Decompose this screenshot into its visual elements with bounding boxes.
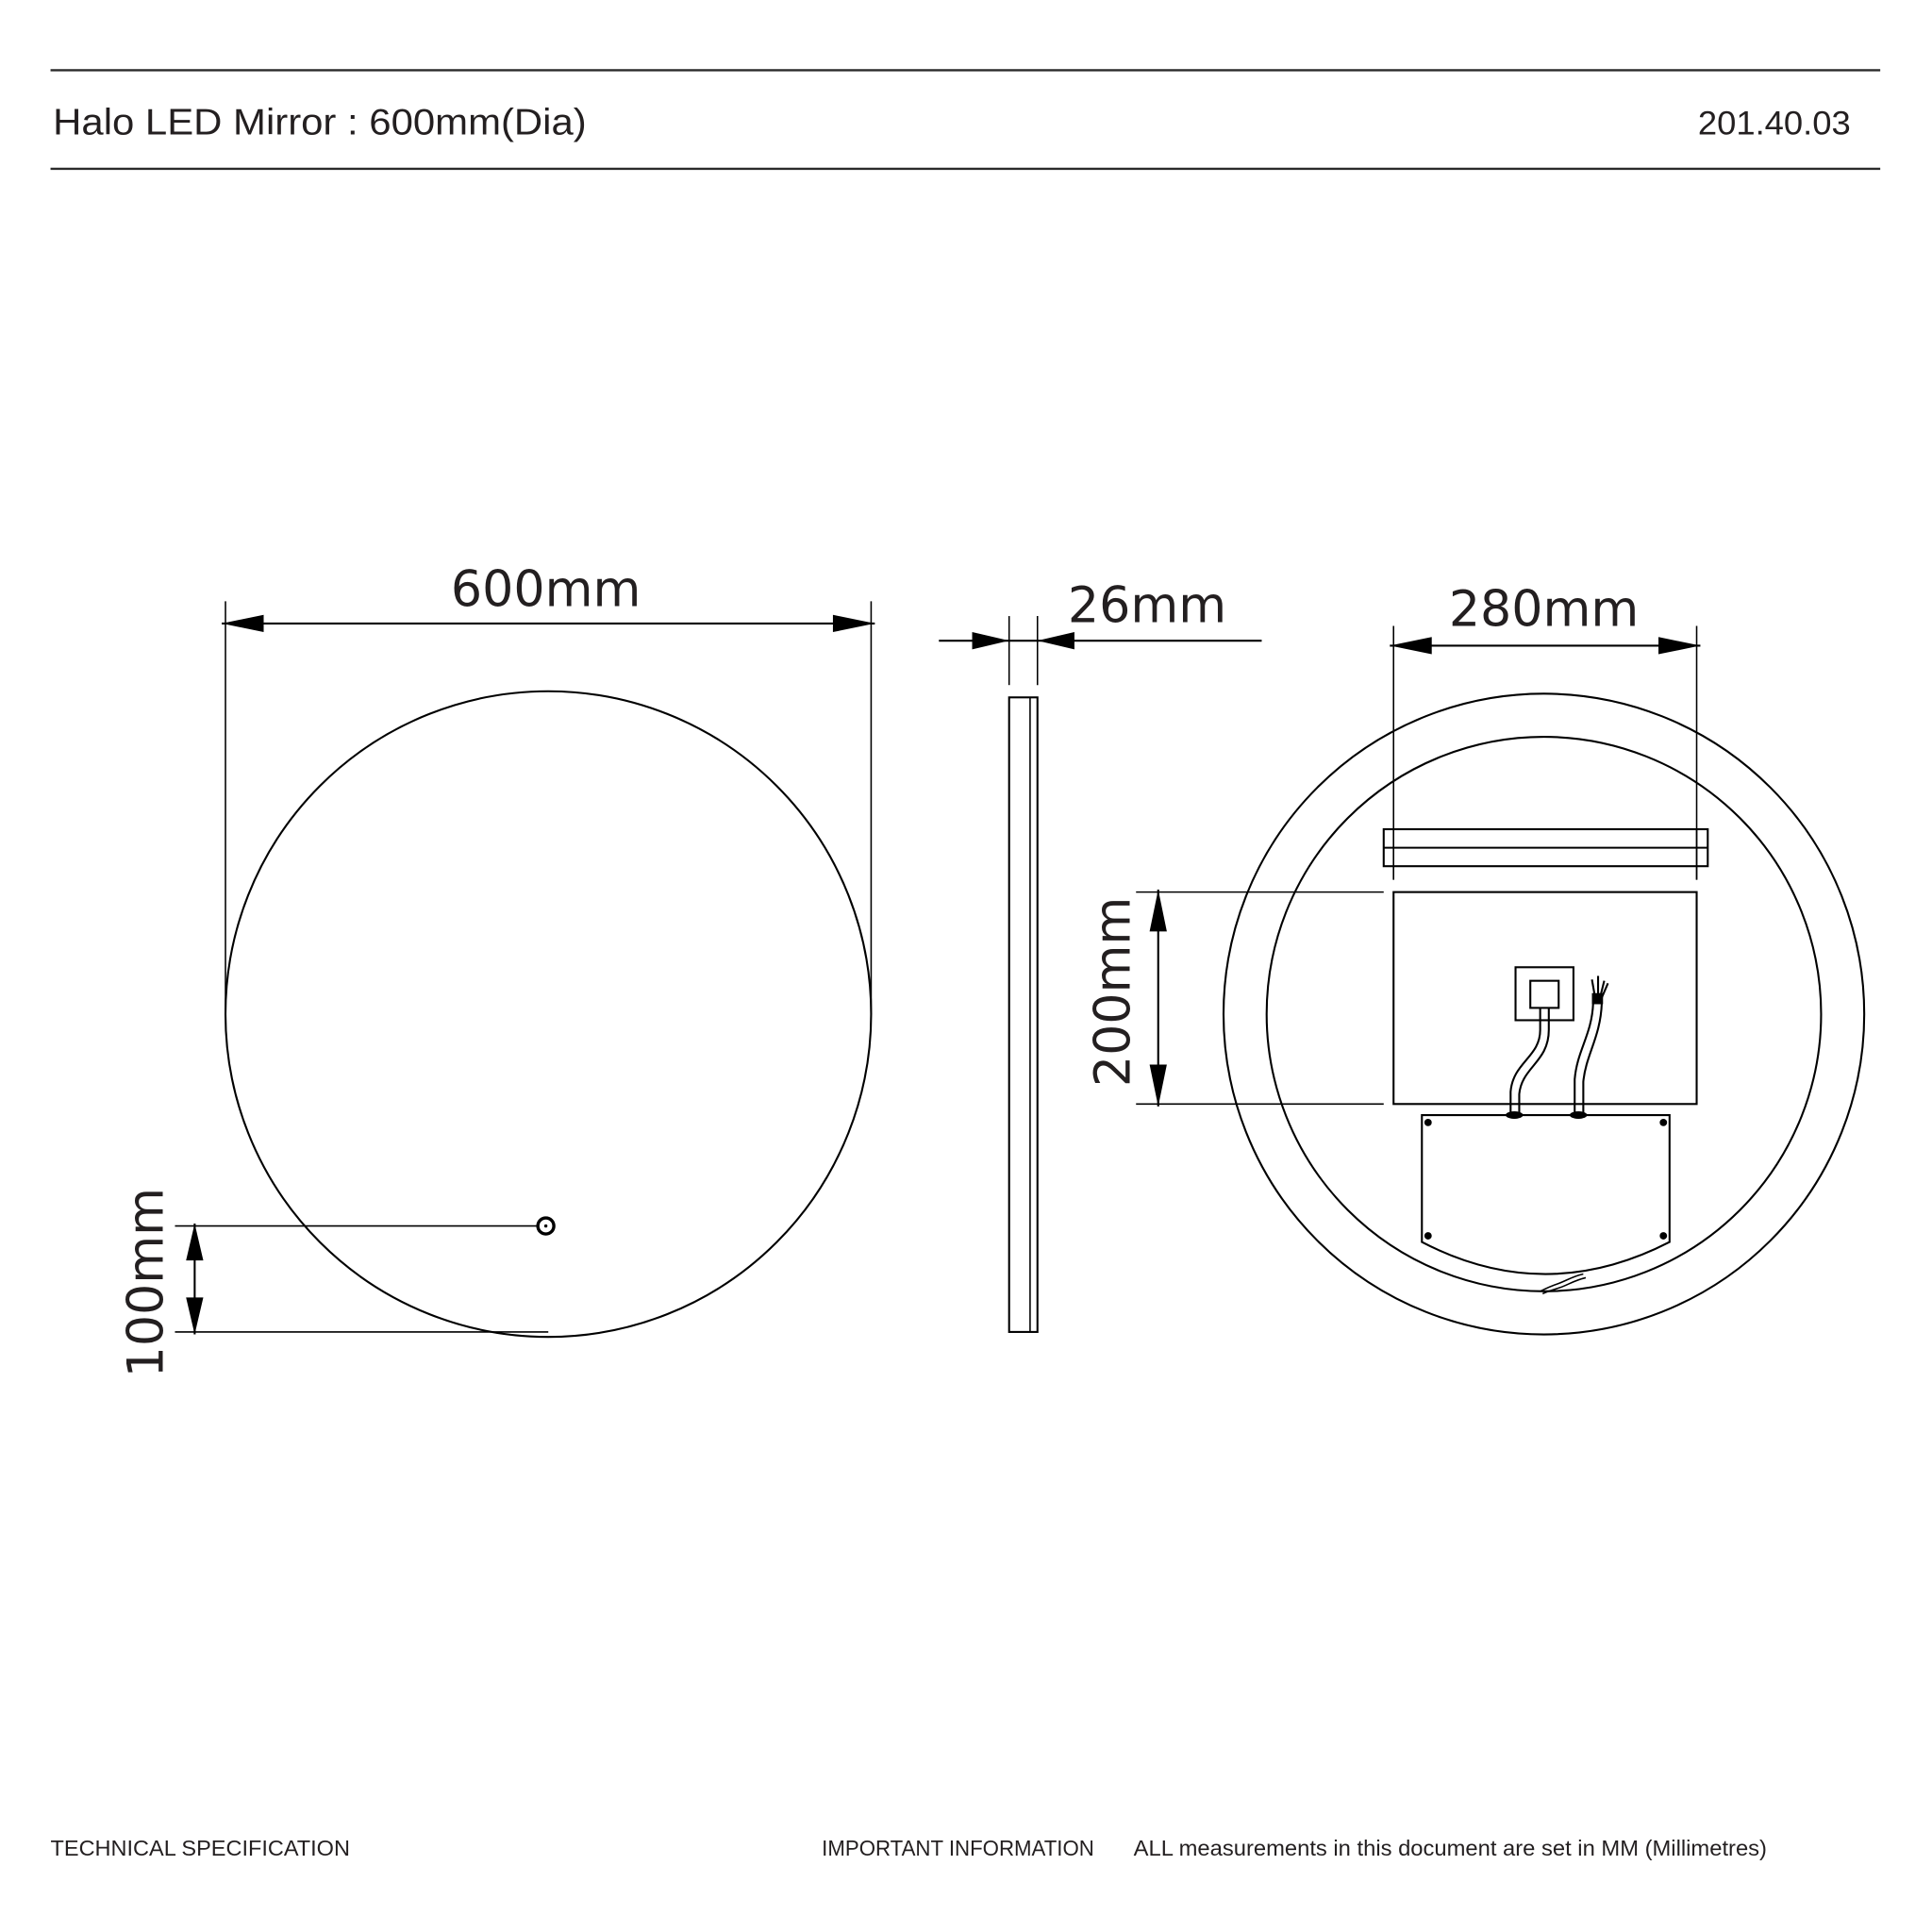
panel-height-dimension: 200mm [1086,890,1384,1107]
arrowhead-right-icon [972,632,1009,650]
depth-dimension: 26mm [939,578,1262,686]
mirror-back-inner-ring [1265,736,1823,1292]
screw-icon [1659,1232,1668,1240]
arrowhead-right-icon [832,614,875,633]
back-view: 280mm 200mm [1086,582,1866,1336]
mirror-side-profile [1008,696,1039,1333]
footer-important-information: IMPORTANT INFORMATION [822,1836,1094,1860]
product-code: 201.40.03 [1698,105,1851,142]
page-title: Halo LED Mirror : 600mm(Dia) [53,102,587,142]
arrowhead-left-icon [222,614,264,633]
loose-wire-icon [1570,975,1609,1119]
diameter-dimension: 600mm [222,562,875,1014]
arrowhead-up-icon [186,1223,204,1261]
footer-technical-specification: TECHNICAL SPECIFICATION [51,1836,350,1860]
bracket-width-label: 280mm [1449,582,1639,639]
header: Halo LED Mirror : 600mm(Dia) 201.40.03 [50,69,1881,171]
screw-icon [1424,1232,1432,1240]
power-cable-icon [1506,1008,1550,1119]
footer: TECHNICAL SPECIFICATION IMPORTANT INFORM… [51,1836,1767,1860]
arrowhead-left-icon [1037,632,1074,650]
mounting-panel [1392,891,1698,1106]
screw-icon [1659,1118,1668,1126]
panel-height-label: 200mm [1086,897,1142,1087]
touch-sensor-icon [536,1216,556,1236]
diameter-label: 600mm [451,562,641,619]
mirror-back-outer-ring [1222,692,1866,1336]
hanging-bracket [1382,827,1709,880]
sensor-offset-dimension: 100mm [118,1188,549,1377]
arrowhead-down-icon [1149,1064,1167,1107]
screw-icon [1424,1118,1432,1126]
led-driver-box [1421,1111,1671,1295]
side-view: 26mm [939,578,1262,1333]
power-outlet-icon [1514,966,1574,1022]
mirror-front-outline [224,690,873,1339]
arrowhead-right-icon [1658,637,1701,655]
sensor-offset-label: 100mm [118,1188,175,1377]
arrowhead-down-icon [186,1297,204,1335]
footer-measurement-note: ALL measurements in this document are se… [1134,1836,1767,1860]
arrowhead-left-icon [1390,637,1432,655]
front-view: 600mm 100mm [118,562,875,1377]
depth-label: 26mm [1068,578,1226,635]
bracket-width-dimension: 280mm [1390,582,1701,880]
arrowhead-up-icon [1149,890,1167,932]
